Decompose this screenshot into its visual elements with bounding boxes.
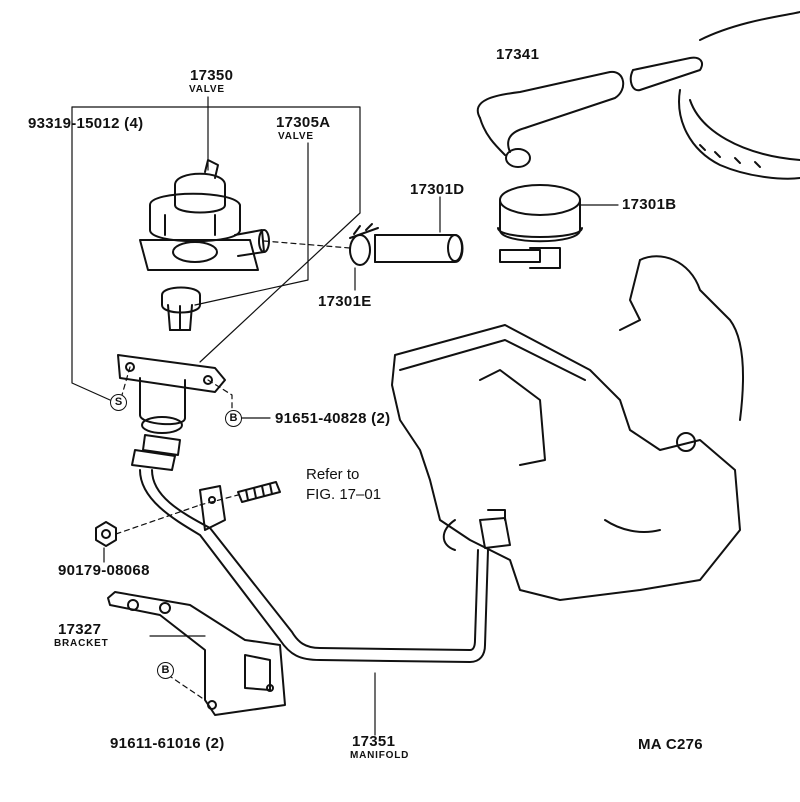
manifold-pipe-17351-drawing [139,469,511,663]
pipe-clip-drawing [199,485,226,531]
flange-adapter-drawing [117,354,226,434]
fitting-drawing [131,434,181,471]
valve-17305a-drawing [161,286,201,331]
valve-17350-drawing [139,159,270,271]
stud-drawing [237,481,281,503]
part-number-17305a: 17305A [276,114,331,131]
badge-b-upper: B [225,410,242,427]
badge-s: S [110,394,127,411]
dashed-lines [115,240,351,701]
part-number-90179: 90179-08068 [58,562,150,579]
figure-reference: FIG. 17–01 [306,486,382,503]
part-number-17301b: 17301B [622,196,677,213]
part-name-valve-17350: VALVE [189,84,225,95]
part-number-93319: 93319-15012 (4) [28,115,144,132]
hose-17341-drawing [476,56,703,168]
part-number-91651: 91651-40828 (2) [275,410,391,427]
part-name-valve-17305a: VALVE [278,131,314,142]
part-number-17327: 17327 [58,621,102,638]
badge-b-lower: B [157,662,174,679]
engine-block-drawing [391,255,744,601]
clamp-17301e-drawing [349,223,379,266]
nut-90179-drawing [95,521,117,547]
part-name-manifold: MANIFOLD [350,750,410,761]
refer-to-text: Refer to [306,466,360,483]
part-number-17341: 17341 [496,46,540,63]
part-number-17350: 17350 [190,67,234,84]
diagram-code: MA C276 [638,736,703,753]
part-number-91611: 91611-61016 (2) [110,735,225,752]
part-number-17301e: 17301E [318,293,372,310]
bracket-17327-drawing [107,591,286,716]
leader-lines [71,96,619,736]
hose-17301d-drawing [374,234,464,263]
part-name-bracket: BRACKET [54,638,109,649]
air-silencer-17301b-drawing [497,184,583,269]
part-number-17301d: 17301D [410,181,465,198]
part-number-17351: 17351 [352,733,396,750]
air-cleaner-drawing [678,11,800,180]
